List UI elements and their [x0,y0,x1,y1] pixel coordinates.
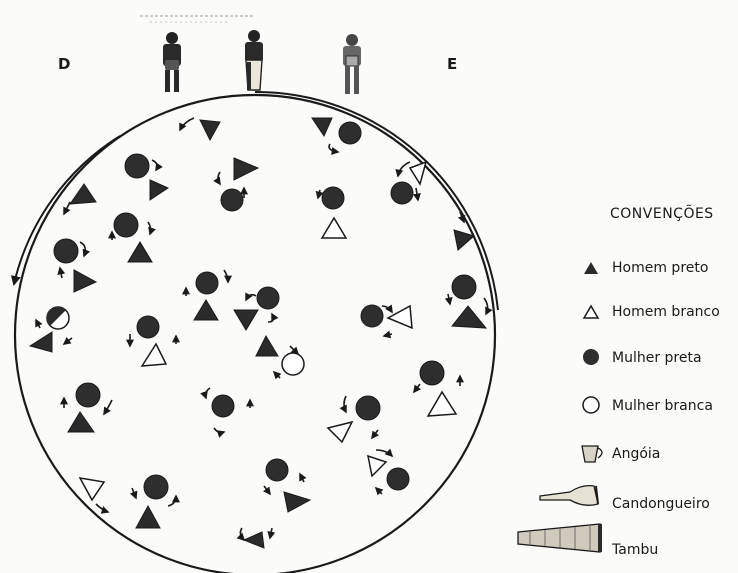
legend-item-tambu: Tambu [578,538,658,562]
dancer-homem-preto [136,506,160,528]
dancer-homem-preto [244,532,264,548]
side-label-left: D [58,55,70,73]
dancer-mulher-preta [144,475,168,499]
dancer-mulher-preta [361,305,383,327]
dancer-homem-preto [454,230,474,250]
dancer-homem-preto [312,118,332,136]
dancer-homem-preto [256,336,278,356]
dancer-mulher-preta [387,468,409,490]
legend-item-mulher-preta: Mulher preta [578,346,702,370]
legend-label: Mulher preta [612,350,702,366]
legend-item-candongueiro: Candongueiro [578,492,710,516]
dancer-homem-branco [428,392,456,416]
legend-item-mulher-branca: Mulher branca [578,394,713,418]
legend-item-homem-preto: Homem preto [578,256,708,280]
dancers-mulher-preta [54,122,476,499]
dancer-mulher-preta [137,316,159,338]
legend-label: Tambu [612,542,658,558]
dancer-homem-branco [328,422,352,442]
dancer-homem-preto [234,310,258,330]
dancer-homem-branco [80,478,104,500]
dancer-mulher-branca [282,353,304,375]
dancer-mulher-preta [196,272,218,294]
musician-left [163,32,181,92]
legend-item-homem-branco: Homem branco [578,300,720,324]
dancer-homem-preto [128,242,152,262]
side-label-right: E [447,55,457,73]
legend-label: Homem branco [612,304,720,320]
dancer-homem-preto [68,412,94,432]
legend-label: Candongueiro [612,496,710,512]
legend-title: CONVENÇÕES [610,206,714,222]
dancer-homem-preto [30,332,52,352]
legend-label: Mulher branca [612,398,713,414]
dancer-homem-branco [322,218,346,238]
dancer-homem-preto [234,158,258,180]
dancers-homem-branco [80,162,456,500]
dancer-mulher-preta [221,189,243,211]
dancer-homem-preto [200,120,220,140]
legend-label: Homem preto [612,260,708,276]
dancer-mulher-preta [339,122,361,144]
dancer-homem-preto [74,270,96,292]
dancer-mulher-preta [76,383,100,407]
dancer-homem-preto [284,492,310,512]
dancer-mulher-preta [391,182,413,204]
dancer-homem-preto [70,184,96,204]
legend-label: Angóia [612,446,660,462]
dancer-mulher-preta [125,154,149,178]
dancer-homem-preto [150,180,168,200]
dancer-mulher-preta [54,239,78,263]
dancer-homem-branco [368,456,386,476]
dancer-mulher-preta [266,459,288,481]
legend-item-angoia: Angóia [578,442,660,466]
musician-right [343,34,361,94]
dancer-homem-branco [410,162,426,184]
musician-center [245,30,263,90]
dancer-mulher-preta [420,361,444,385]
dancer-mulher-preta [114,213,138,237]
dancer-mulher-preta [212,395,234,417]
dancer-homem-branco [142,344,166,366]
dancer-homem-preto [452,306,486,328]
dancer-mulher-preta [356,396,380,420]
header-scribble [140,16,255,22]
dancer-homem-branco [388,306,412,328]
dancer-mulher-preta [257,287,279,309]
dancer-homem-preto [194,300,218,320]
dancer-mulher-preta [322,187,344,209]
dancer-mulher-preta [452,275,476,299]
